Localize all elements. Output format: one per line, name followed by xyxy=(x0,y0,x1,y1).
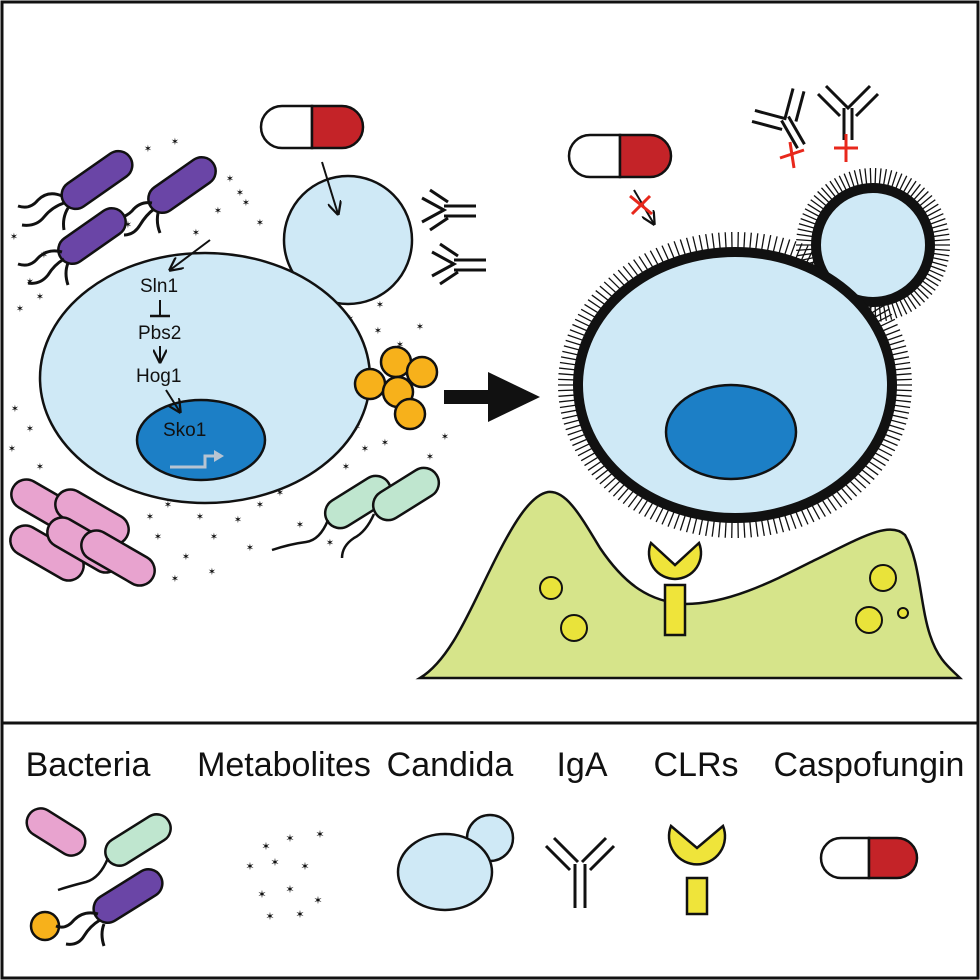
metabolite-star-icon: ✶ xyxy=(36,292,44,303)
metabolite-star-icon: ✶ xyxy=(265,910,274,923)
legend-caspofungin-label: Caspofungin xyxy=(774,746,965,784)
metabolite-star-icon: ✶ xyxy=(234,515,242,526)
metabolite-star-icon: ✶ xyxy=(164,500,172,511)
metabolite-star-icon: ✶ xyxy=(16,304,24,315)
metabolite-star-icon: ✶ xyxy=(8,444,16,455)
legend-clrs-label: CLRs xyxy=(653,746,738,784)
iga-blocked-x xyxy=(779,134,858,169)
drug-blocked-x xyxy=(629,194,653,216)
caspofungin-pill-left xyxy=(259,104,365,150)
candida-bud-right xyxy=(811,183,935,307)
metabolite-star-icon: ✶ xyxy=(154,532,162,543)
metabolite-star-icon: ✶ xyxy=(285,883,294,896)
metabolite-star-icon: ✶ xyxy=(11,404,19,415)
clr-receptor-host xyxy=(647,540,703,637)
legend-candida-icon xyxy=(396,813,515,912)
green-bacteria-group xyxy=(271,466,441,559)
cocci-group xyxy=(353,345,439,431)
metabolite-star-icon: ✶ xyxy=(124,220,132,231)
metabolite-star-icon: ✶ xyxy=(342,462,350,473)
legend-bacteria-icon xyxy=(25,807,172,947)
metabolite-star-icon: ✶ xyxy=(261,840,270,853)
pathway-sln1: Sln1 xyxy=(140,276,178,297)
metabolite-star-icon: ✶ xyxy=(426,452,434,463)
pathway-pbs2: Pbs2 xyxy=(138,323,181,344)
metabolite-star-icon: ✶ xyxy=(276,488,284,499)
legend-iga-icon xyxy=(544,836,616,908)
purple-bacteria-group xyxy=(17,149,217,286)
candida-bud-left xyxy=(282,174,414,306)
metabolite-star-icon: ✶ xyxy=(242,198,250,209)
metabolite-star-icon: ✶ xyxy=(192,228,200,239)
metabolite-star-icon: ✶ xyxy=(257,888,266,901)
metabolite-star-icon: ✶ xyxy=(381,438,389,449)
metabolite-star-icon: ✶ xyxy=(10,232,18,243)
metabolite-star-icon: ✶ xyxy=(146,512,154,523)
metabolite-star-icon: ✶ xyxy=(296,520,304,531)
legend-iga-label: IgA xyxy=(556,746,607,784)
metabolite-star-icon: ✶ xyxy=(313,894,322,907)
metabolite-star-icon: ✶ xyxy=(374,326,382,337)
metabolite-star-icon: ✶ xyxy=(245,860,254,873)
metabolite-star-icon: ✶ xyxy=(26,424,34,435)
legend-bacteria-label: Bacteria xyxy=(26,746,151,784)
metabolite-star-icon: ✶ xyxy=(285,832,294,845)
metabolite-star-icon: ✶ xyxy=(396,340,404,351)
legend: Bacteria Metabolites Candida IgA CLRs Ca… xyxy=(25,746,965,947)
metabolite-star-icon: ✶ xyxy=(214,206,222,217)
metabolite-star-icon: ✶ xyxy=(256,500,264,511)
metabolite-star-icon: ✶ xyxy=(36,462,44,473)
legend-metabolites-icon: ✶✶✶✶✶✶✶✶✶✶✶ xyxy=(245,828,324,923)
candida-cell-left xyxy=(38,174,414,505)
metabolite-star-icon: ✶ xyxy=(376,300,384,311)
metabolite-star-icon: ✶ xyxy=(256,218,264,229)
metabolite-star-icon: ✶ xyxy=(144,144,152,155)
metabolite-star-icon: ✶ xyxy=(441,432,449,443)
metabolite-star-icon: ✶ xyxy=(300,860,309,873)
metabolite-star-icon: ✶ xyxy=(210,532,218,543)
metabolite-star-icon: ✶ xyxy=(295,908,304,921)
metabolite-star-icon: ✶ xyxy=(208,567,216,578)
pathway-sko1: Sko1 xyxy=(163,420,206,441)
metabolite-star-icon: ✶ xyxy=(416,322,424,333)
metabolite-star-icon: ✶ xyxy=(40,250,48,261)
drug-entry-arrow xyxy=(321,161,338,214)
metabolite-star-icon: ✶ xyxy=(182,552,190,563)
legend-metabolites-label: Metabolites xyxy=(197,746,371,784)
metabolite-star-icon: ✶ xyxy=(326,538,334,549)
transcription-arrowhead-icon xyxy=(214,450,224,462)
metabolite-star-icon: ✶ xyxy=(196,512,204,523)
transcription-arrow-icon xyxy=(170,454,218,469)
metabolite-star-icon: ✶ xyxy=(270,856,279,869)
pathway-hog1: Hog1 xyxy=(136,366,181,387)
metabolite-star-icon: ✶ xyxy=(171,137,179,148)
metabolite-star-icon: ✶ xyxy=(315,828,324,841)
legend-candida-label: Candida xyxy=(387,746,514,784)
metabolite-star-icon: ✶ xyxy=(236,188,244,199)
legend-clr-icon xyxy=(667,823,727,916)
caspofungin-pill-right xyxy=(567,133,673,179)
nucleus-left xyxy=(135,398,267,482)
legend-caspofungin-icon xyxy=(819,836,919,880)
nucleus-right xyxy=(664,383,798,481)
metabolite-star-icon: ✶ xyxy=(226,174,234,185)
metabolite-star-icon: ✶ xyxy=(246,543,254,554)
pink-bacteria-group xyxy=(9,478,156,587)
host-vesicles xyxy=(539,564,909,642)
transition-arrow xyxy=(444,372,540,422)
hog-pathway: Sln1 Pbs2 Hog1 Sko1 xyxy=(136,239,211,441)
candida-cell-right xyxy=(573,183,935,523)
metabolite-star-icon: ✶ xyxy=(171,574,179,585)
metabolite-star-icon: ✶ xyxy=(361,444,369,455)
